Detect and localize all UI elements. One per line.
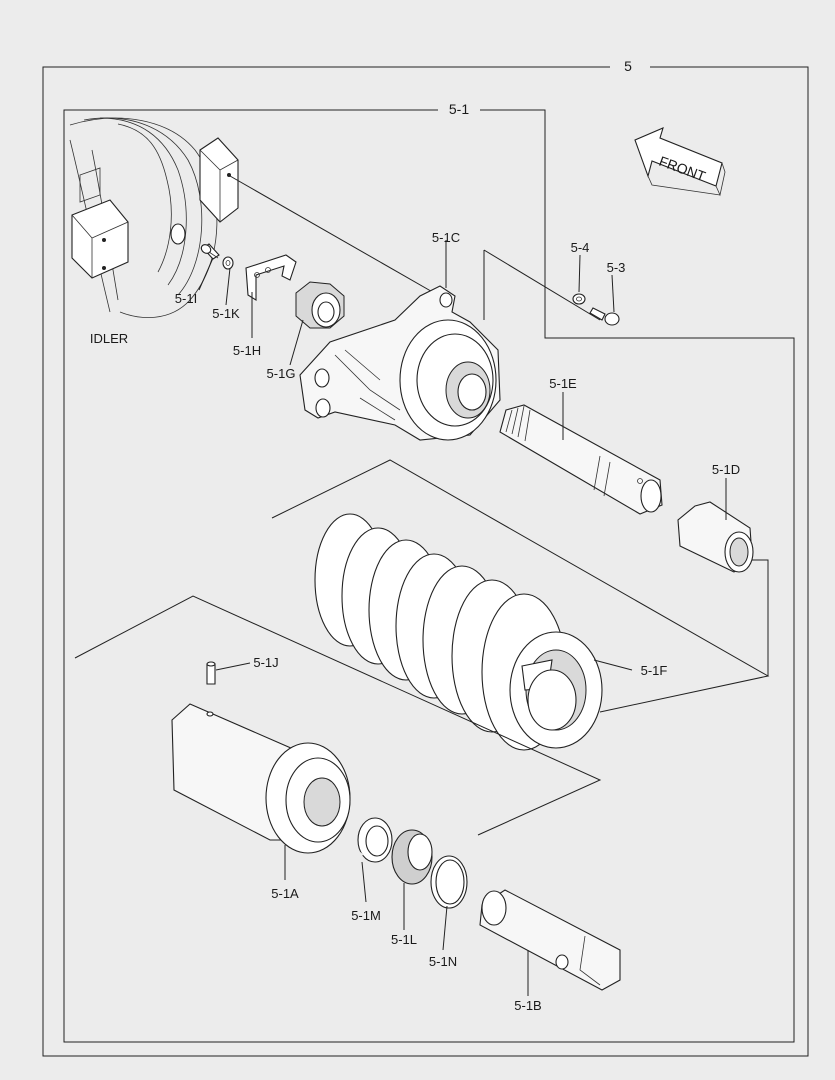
washer-5-1k <box>222 256 234 270</box>
callout-5-1f: 5-1F <box>641 663 668 678</box>
o-ring-5-1n <box>430 855 468 909</box>
group-frame <box>42 66 809 1057</box>
callout-5-1c: 5-1C <box>432 230 460 245</box>
bolt-5-3 <box>589 307 620 326</box>
callout-5-4: 5-4 <box>571 240 590 255</box>
callout-5-1a: 5-1A <box>271 886 299 901</box>
yoke-5-1c <box>299 285 501 441</box>
assembly-frame <box>63 109 795 1043</box>
callout-leaders <box>198 240 769 996</box>
nut-5-1g <box>295 281 345 329</box>
pin-5-1j <box>206 661 216 685</box>
group-label: 5 <box>624 58 632 74</box>
rod-5-1b <box>479 889 621 991</box>
callout-5-1e: 5-1E <box>549 376 577 391</box>
bolt-5-1i <box>200 243 220 260</box>
spring-5-1f <box>271 459 770 751</box>
assembly-label: 5-1 <box>449 101 469 117</box>
callout-5-1n: 5-1N <box>429 954 457 969</box>
shaft-5-1e <box>499 404 663 515</box>
callout-5-1d: 5-1D <box>712 462 740 477</box>
callout-5-1b: 5-1B <box>514 998 541 1013</box>
callout-5-1k: 5-1K <box>212 306 240 321</box>
callout-5-1g: 5-1G <box>267 366 296 381</box>
callout-5-1l: 5-1L <box>391 932 417 947</box>
callout-5-3: 5-3 <box>607 260 626 275</box>
seal-5-1l <box>391 829 433 885</box>
idler-context-drawing <box>69 117 437 318</box>
callout-5-1j: 5-1J <box>253 655 278 670</box>
snap-ring-5-1m <box>353 817 393 863</box>
front-arrow-icon: FRONT <box>634 127 726 197</box>
callout-5-1m: 5-1M <box>351 908 381 923</box>
idler-label: IDLER <box>90 331 128 346</box>
callout-5-1h: 5-1H <box>233 343 261 358</box>
cylinder-5-1a <box>74 595 602 854</box>
bushing-5-1d <box>677 501 754 573</box>
washer-5-4 <box>572 293 586 305</box>
callout-5-1i: 5-1I <box>175 291 197 306</box>
bracket-5-1h <box>245 254 297 301</box>
